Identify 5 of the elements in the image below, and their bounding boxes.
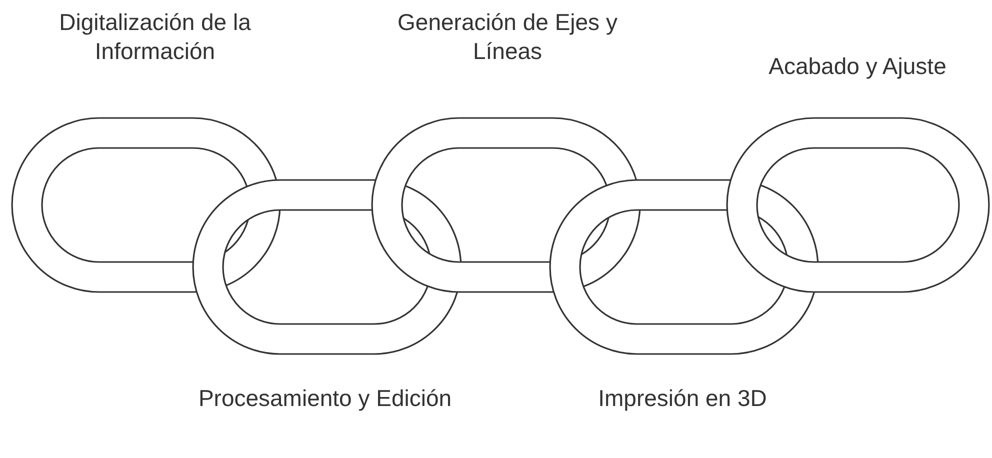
step-label: Procesamiento y Edición	[197, 384, 453, 413]
step-label: Impresión en 3D	[597, 384, 768, 413]
step-label: Digitalización de la Información	[58, 8, 252, 66]
step-label: Generación de Ejes y Líneas	[396, 8, 618, 66]
step-label: Acabado y Ajuste	[768, 52, 948, 81]
